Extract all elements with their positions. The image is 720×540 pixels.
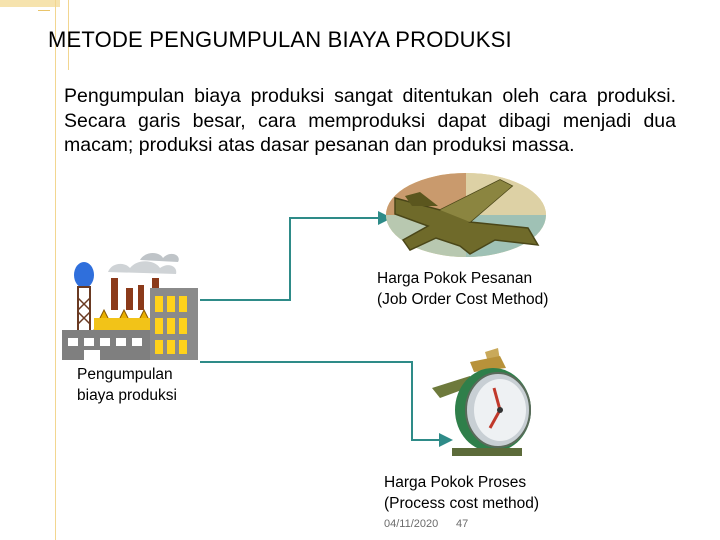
decorative-border-line <box>55 0 56 540</box>
connector-to-job-order <box>200 217 378 301</box>
job-order-label-line1: Harga Pokok Pesanan <box>377 270 533 287</box>
decorative-corner <box>0 0 60 7</box>
source-label: Pengumpulan biaya produksi <box>77 364 177 406</box>
process-label-line2: (Process cost method) <box>384 495 540 512</box>
process-label-line1: Harga Pokok Proses <box>384 474 527 491</box>
source-label-line1: Pengumpulan <box>77 366 173 383</box>
decorative-border-line <box>68 0 69 70</box>
alarm-clock-icon <box>432 348 531 456</box>
factory-icon <box>62 253 198 360</box>
job-order-label: Harga Pokok Pesanan (Job Order Cost Meth… <box>377 268 548 310</box>
process-label: Harga Pokok Proses (Process cost method) <box>384 472 539 514</box>
slide-title: METODE PENGUMPULAN BIAYA PRODUKSI <box>48 27 512 52</box>
arrow-icon <box>378 211 392 225</box>
decorative-border-line <box>38 10 50 11</box>
slide-date: 04/11/2020 <box>384 518 439 530</box>
job-order-label-line2: (Job Order Cost Method) <box>377 291 549 308</box>
connector-arrows <box>200 217 440 441</box>
page-number: 47 <box>456 518 469 530</box>
airplane-icon <box>386 173 546 257</box>
intro-paragraph: Pengumpulan biaya produksi sangat ditent… <box>64 84 676 158</box>
connector-to-process <box>200 361 440 441</box>
arrow-icon <box>439 433 453 447</box>
source-label-line2: biaya produksi <box>77 387 177 404</box>
